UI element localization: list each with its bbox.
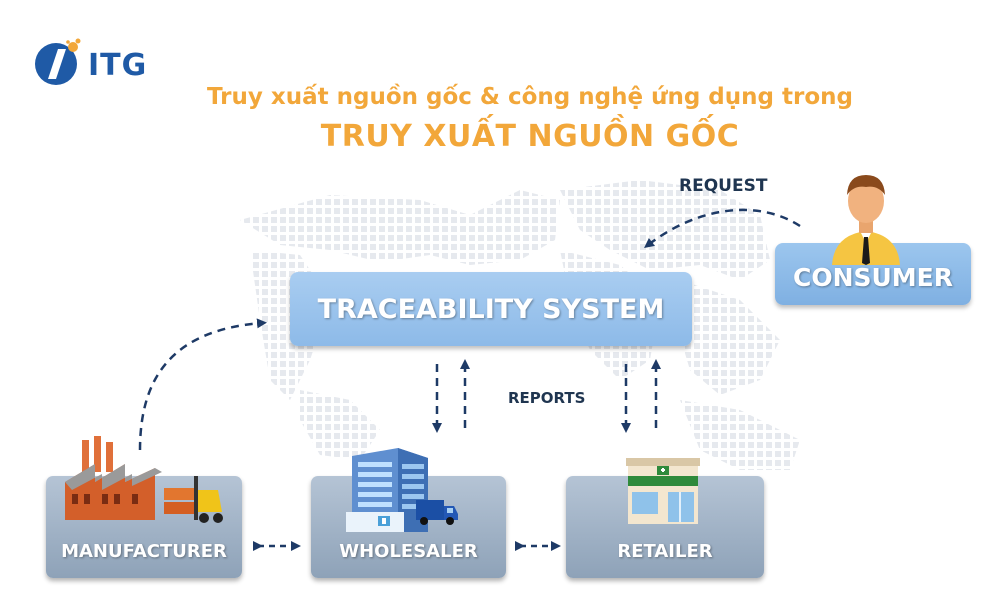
itg-logo [35,38,81,85]
request-label: REQUEST [679,176,768,196]
retailer-label: RETAILER [617,541,713,562]
traceability-system-box: TRACEABILITY SYSTEM [290,272,692,346]
consumer-label: CONSUMER [792,263,954,292]
consumer-box: CONSUMER [775,243,971,305]
consumer-person-icon [832,175,900,265]
logo-text: ITG [88,48,148,83]
title-line-2: TRUY XUẤT NGUỒN GỐC [320,119,740,154]
wholesaler-label: WHOLESALER [339,541,478,562]
office-building-icon [346,448,428,532]
manufacturer-label: MANUFACTURER [61,541,227,562]
traceability-system-label: TRACEABILITY SYSTEM [317,293,665,325]
retail-store-icon [626,458,700,524]
delivery-van-icon [416,500,458,525]
forklift-icon [164,476,223,523]
factory-icon [65,436,162,520]
title-line-1: Truy xuất nguồn gốc & công nghệ ứng dụng… [207,84,853,110]
reports-label: REPORTS [508,389,586,407]
